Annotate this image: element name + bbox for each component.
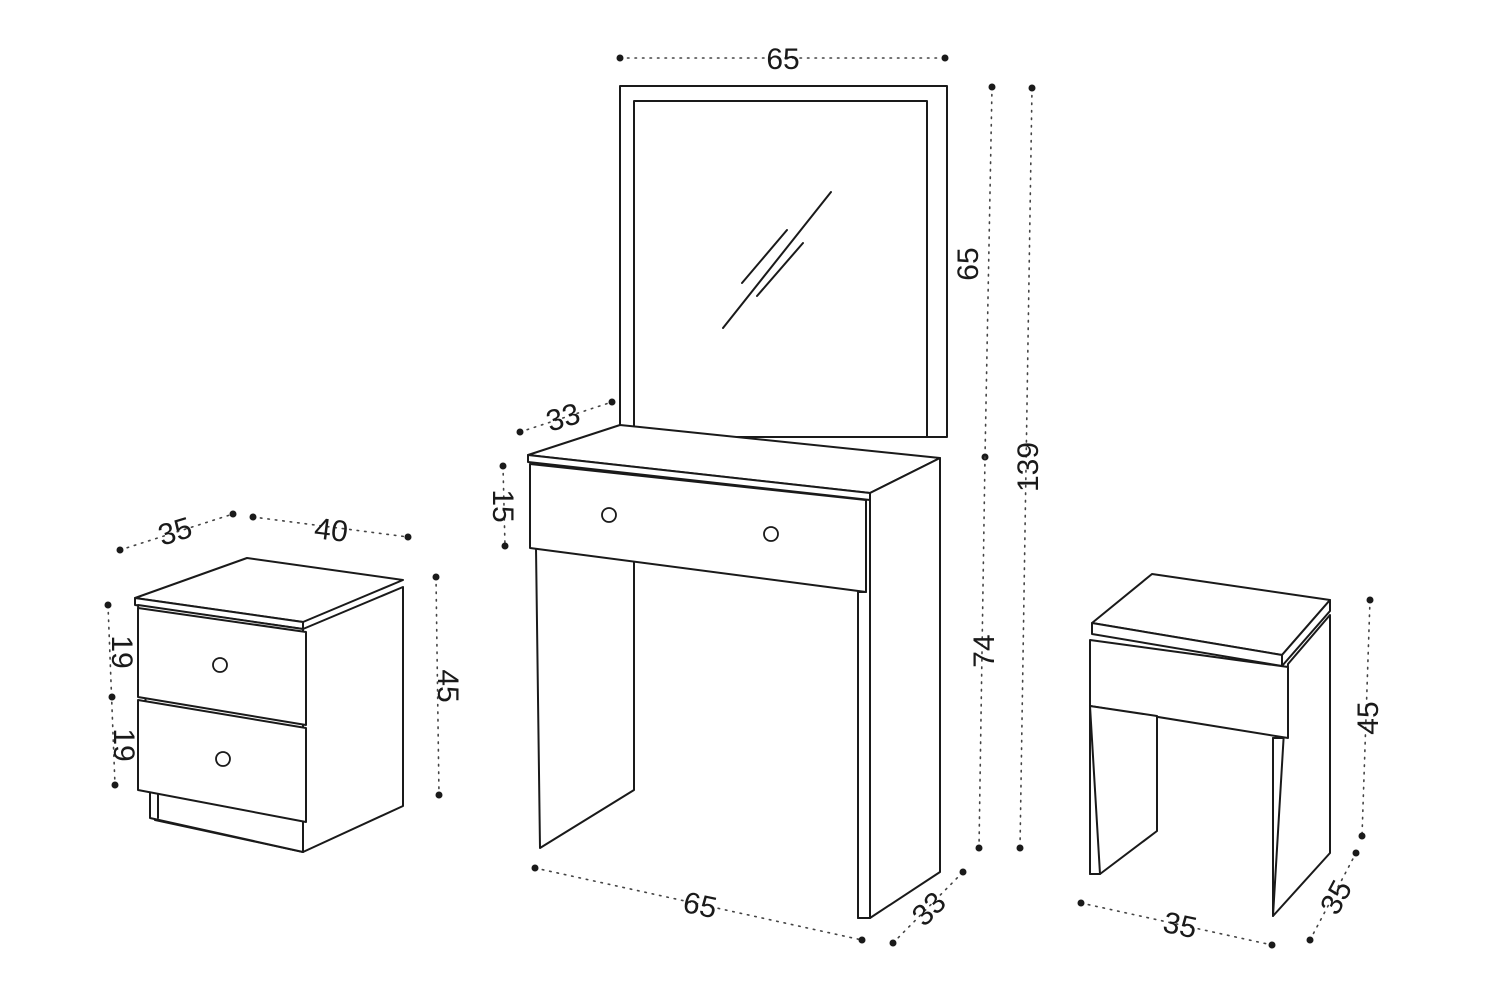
stool-width-label: 35 <box>1160 906 1200 945</box>
vanity-depth-label: 33 <box>906 886 953 933</box>
nightstand-height-label: 45 <box>431 669 464 702</box>
vanity-width-label: 65 <box>680 886 720 925</box>
mirror-glint-2 <box>741 229 788 284</box>
vanity-knob-right <box>763 526 779 542</box>
vanity-dimensions <box>499 54 1036 947</box>
vanity-depth-top-label: 33 <box>542 397 584 438</box>
nightstand-side <box>302 586 404 853</box>
vanity-total-height-label: 139 <box>1012 442 1045 492</box>
vanity-mirror-height-label: 65 <box>952 247 985 280</box>
stool-seat-side-edge <box>1281 599 1331 667</box>
nightstand-drawer-bottom-label: 19 <box>107 728 140 761</box>
vanity-mirror-width-label: 65 <box>766 43 799 76</box>
mirror-glint-1 <box>722 191 832 329</box>
nightstand-width-label: 40 <box>313 512 350 549</box>
vanity-right-side-panel <box>869 457 941 919</box>
vanity <box>527 85 948 919</box>
vanity-knob-left <box>601 507 617 523</box>
mirror-glint-3 <box>756 242 804 297</box>
nightstand <box>134 557 404 853</box>
stool-dimensions <box>1077 596 1374 949</box>
nightstand-knob-bottom <box>215 751 231 767</box>
vanity-drawer-height-label: 15 <box>486 489 519 522</box>
nightstand-drawer-top-label: 19 <box>105 635 138 668</box>
vanity-table-height-label: 74 <box>968 634 1001 667</box>
nightstand-dimensions <box>104 510 443 799</box>
stool-depth-label: 35 <box>1314 875 1359 920</box>
stool-left-leg <box>1089 705 1158 875</box>
nightstand-depth-label: 35 <box>154 511 196 552</box>
stool <box>1089 573 1331 917</box>
stool-height-label: 45 <box>1352 701 1385 734</box>
vanity-left-leg-panel <box>535 547 635 849</box>
nightstand-knob-top <box>212 657 228 673</box>
